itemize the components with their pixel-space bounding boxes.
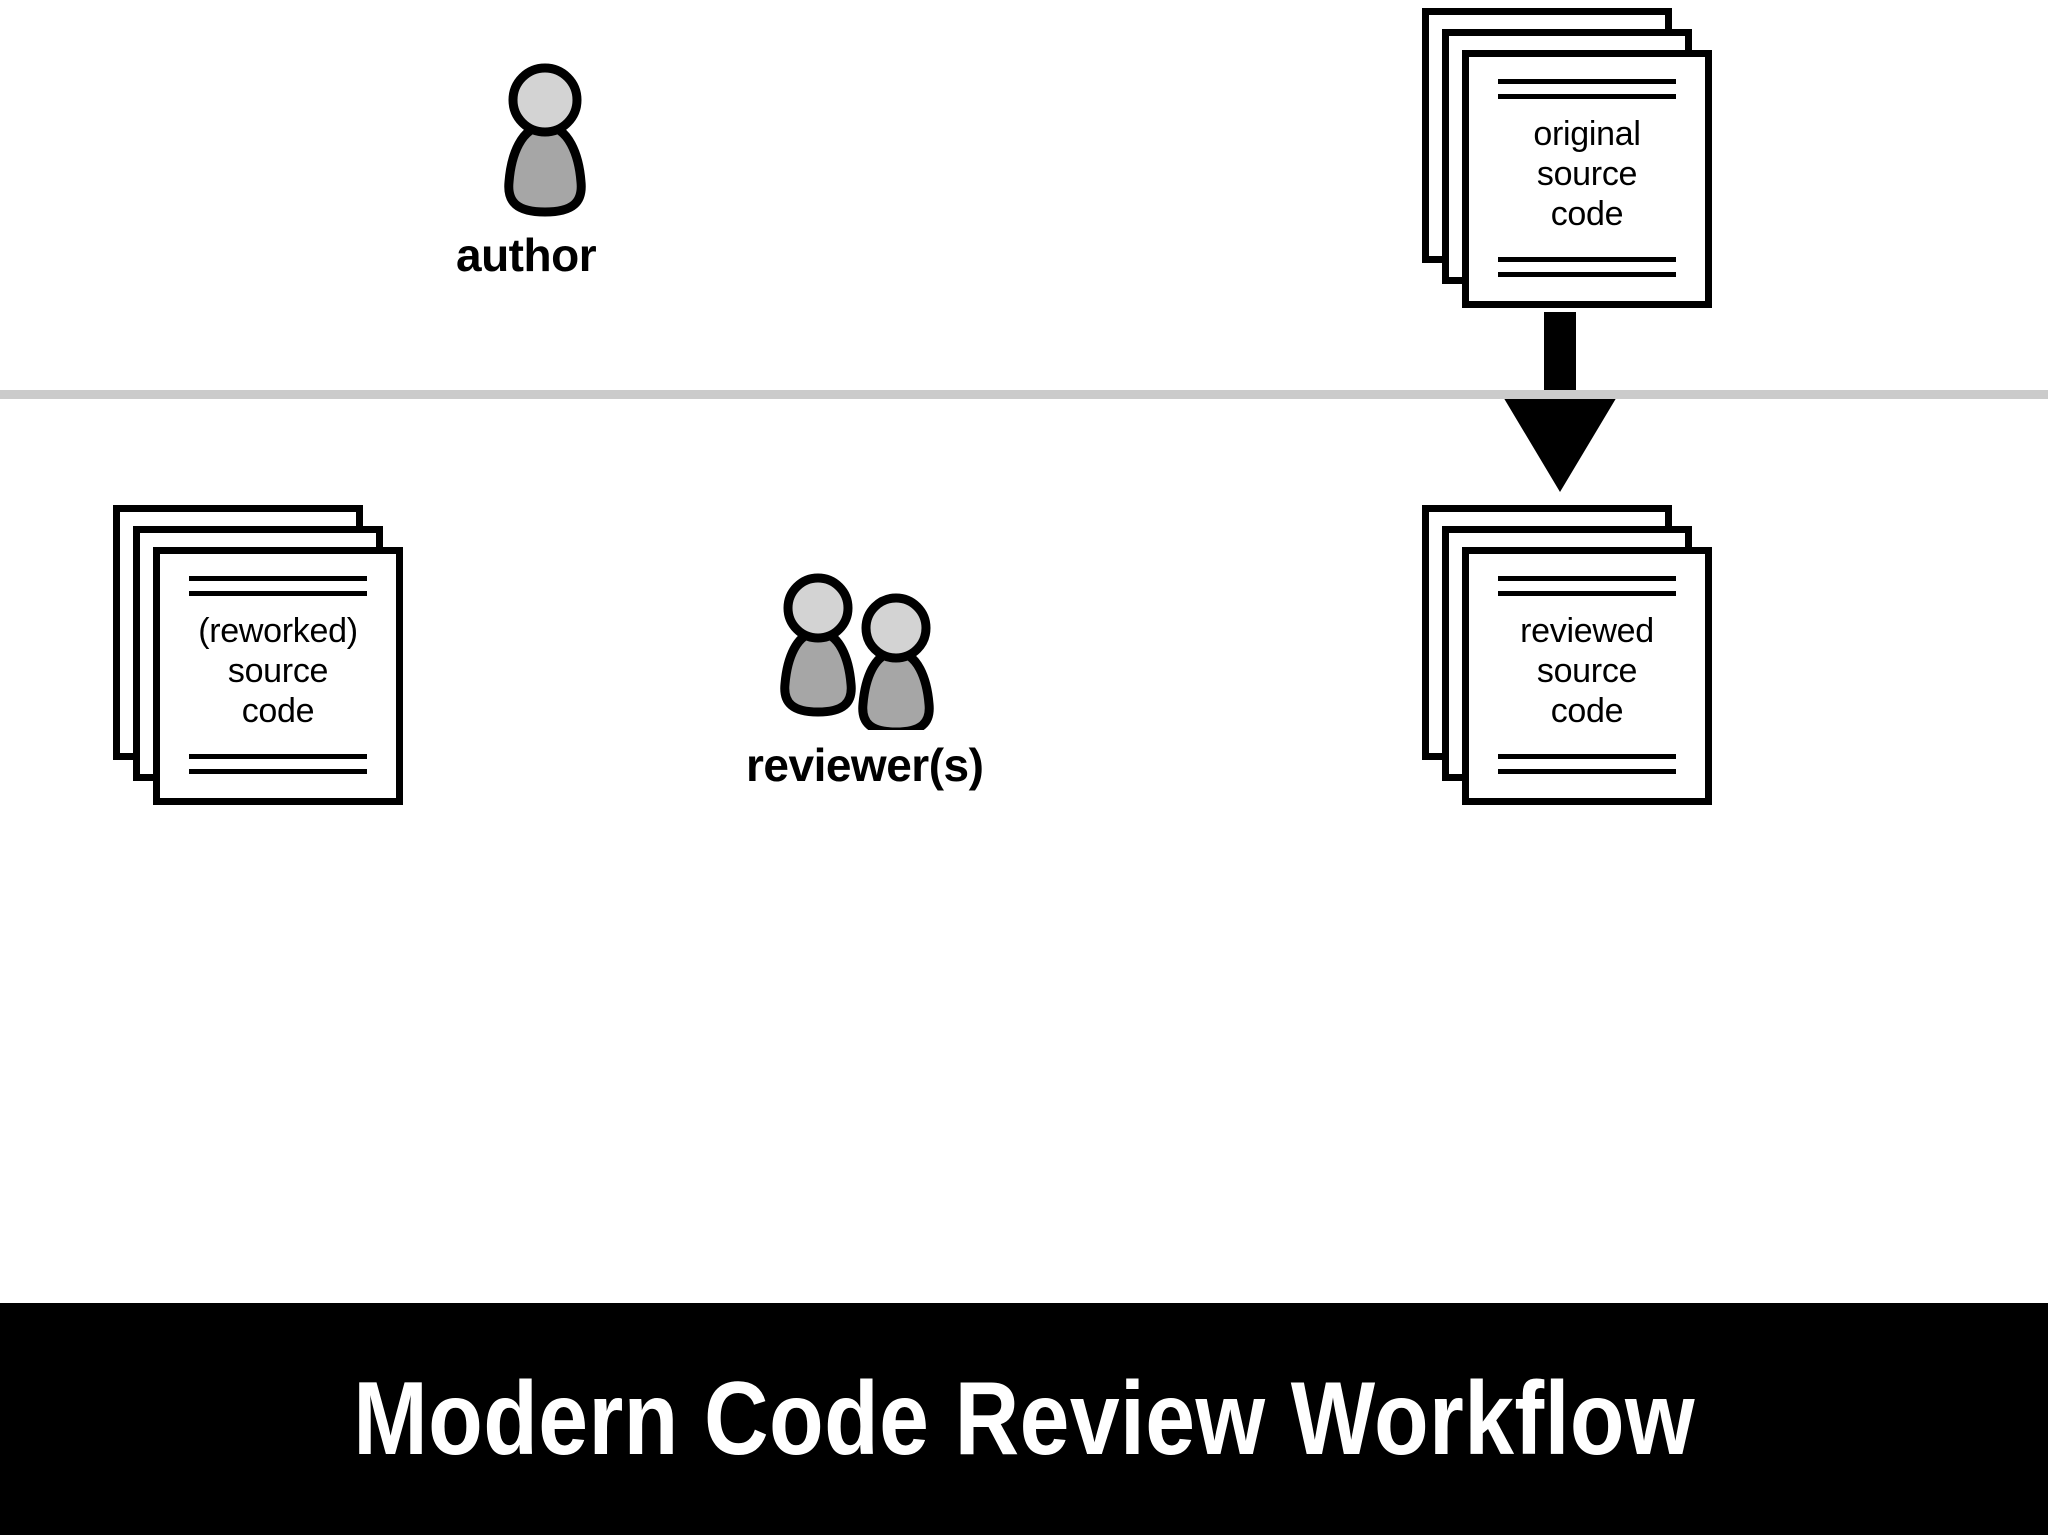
rule-line (1498, 754, 1676, 759)
document-label-line: source (1536, 154, 1638, 193)
document-label-line: code (241, 691, 315, 730)
reviewed-source-code-stack: reviewed source code (1422, 505, 1712, 805)
document-sheet-front: original source code (1462, 50, 1712, 308)
rule-line (1498, 257, 1676, 262)
document-label: (reworked) source code (160, 612, 396, 731)
document-label-line: source (227, 651, 329, 690)
person-icon (504, 63, 586, 217)
document-label-line: source (1536, 651, 1638, 690)
rule-line (1498, 94, 1676, 99)
document-label-line: (reworked) (198, 612, 358, 650)
rule-line (189, 591, 367, 596)
rule-line (1498, 769, 1676, 774)
reviewers-figure (770, 570, 960, 730)
document-sheet-front: reviewed source code (1462, 547, 1712, 805)
two-people-icon (780, 573, 934, 730)
document-rules-bottom (1498, 754, 1676, 774)
document-label-line: reviewed (1520, 612, 1654, 650)
document-rules-top (189, 576, 367, 596)
document-sheet-front: (reworked) source code (153, 547, 403, 805)
document-label-line: code (1550, 691, 1624, 730)
rule-line (189, 754, 367, 759)
document-label: reviewed source code (1469, 612, 1705, 731)
reviewers-label: reviewer(s) (746, 739, 984, 791)
document-rules-top (1498, 79, 1676, 99)
horizontal-divider (0, 390, 2048, 399)
reworked-source-code-stack: (reworked) source code (113, 505, 403, 805)
rule-line (1498, 79, 1676, 84)
author-label: author (456, 229, 597, 281)
title-banner: Modern Code Review Workflow (0, 1303, 2048, 1535)
document-label-line: original (1533, 115, 1641, 153)
document-rules-top (1498, 576, 1676, 596)
rule-line (1498, 576, 1676, 581)
rule-line (1498, 591, 1676, 596)
document-rules-bottom (1498, 257, 1676, 277)
arrow-down-icon (1502, 312, 1618, 492)
document-rules-bottom (189, 754, 367, 774)
original-source-code-stack: original source code (1422, 8, 1712, 308)
rule-line (189, 769, 367, 774)
document-label-line: code (1550, 194, 1624, 233)
rule-line (189, 576, 367, 581)
arrow-down (1500, 312, 1620, 494)
author-figure (495, 60, 595, 220)
document-label: original source code (1469, 115, 1705, 234)
banner-title: Modern Code Review Workflow (353, 1360, 1695, 1477)
rule-line (1498, 272, 1676, 277)
